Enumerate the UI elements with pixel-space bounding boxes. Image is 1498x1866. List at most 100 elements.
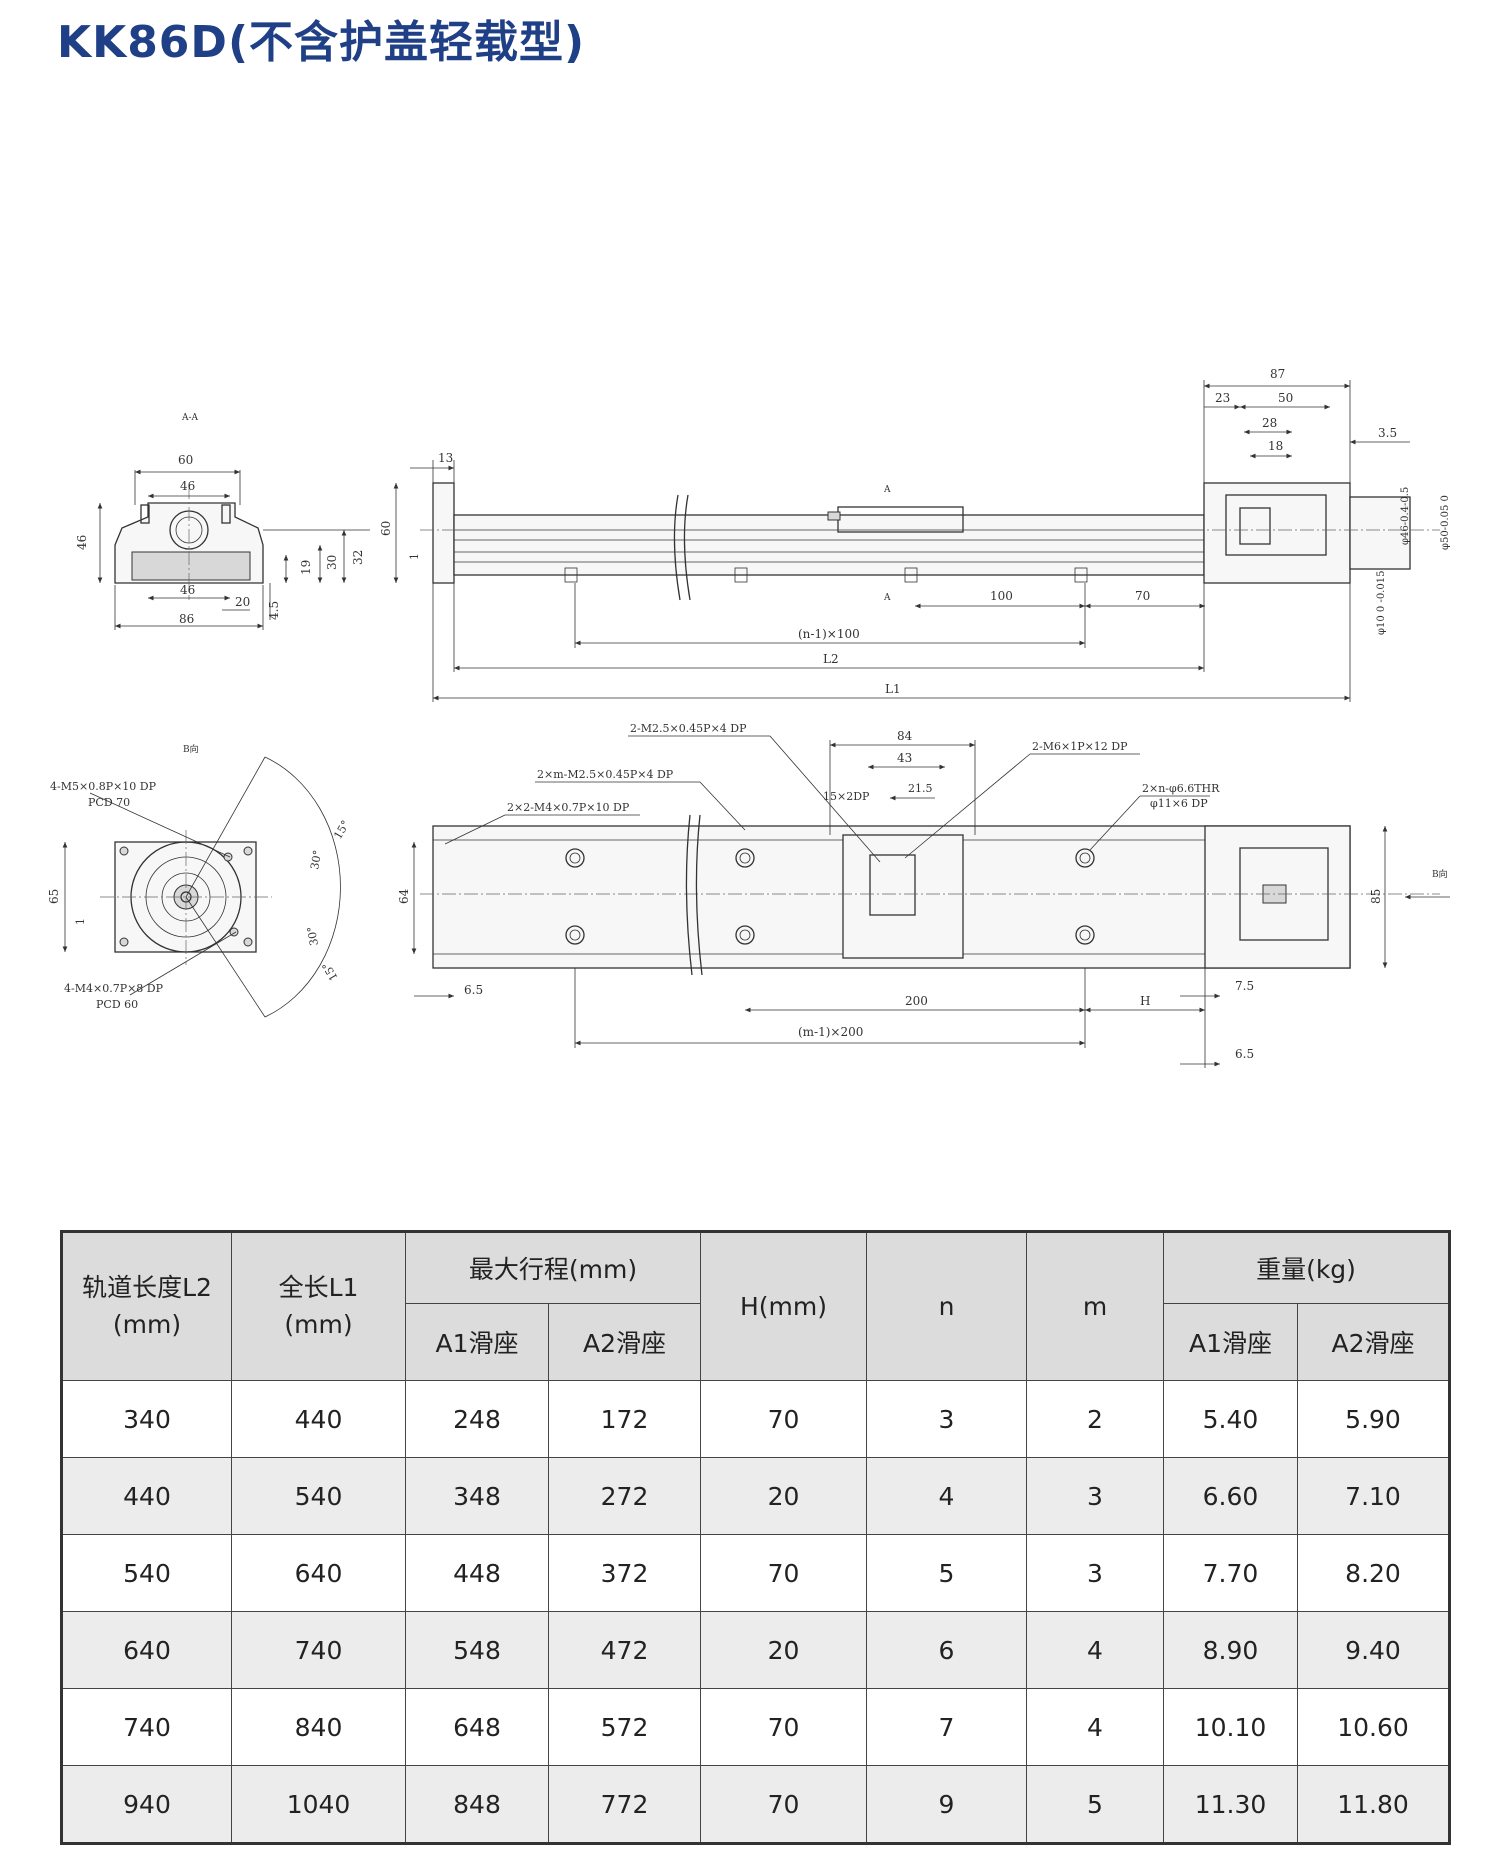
table-cell: 11.80 [1296,1765,1451,1844]
dim-label: 30 [325,555,339,570]
table-cell: 70 [700,1380,867,1458]
callout: 2×m-M2.5×0.45P×4 DP [537,768,674,781]
table-cell: 172 [548,1380,701,1458]
dim-label: 85 [1369,889,1383,904]
view-label: B向 [183,743,199,755]
header-n: n [866,1231,1027,1381]
table-cell: 572 [548,1688,701,1766]
dim-label: 65 [47,889,61,904]
header-stroke-a1: A1滑座 [405,1303,549,1381]
dim-label: (m-1)×200 [798,1025,863,1039]
front-view: A A 13 60 1 87 23 50 28 18 3.5 φ46-0.4-0… [379,367,1451,702]
spec-table: 轨道长度L2 (mm) 全长L1 (mm) 最大行程(mm) H(mm) n m… [60,1230,1452,1845]
dim-label: 23 [1215,391,1230,405]
section-mark: A [883,593,891,603]
table-cell: 7.70 [1163,1534,1298,1612]
table-cell: 70 [700,1688,867,1766]
table-cell: 4 [866,1457,1027,1535]
dim-label: 70 [1135,589,1150,603]
dim-label: 30° [308,849,324,870]
dim-label: 64 [397,888,411,904]
table-row: 740 840 648 572 70 7 4 10.10 10.60 [61,1688,1451,1766]
table-row: 540 640 448 372 70 5 3 7.70 8.20 [61,1534,1451,1612]
table-cell: 2 [1026,1380,1164,1458]
dim-label: L1 [885,682,901,696]
table-cell: 440 [61,1457,232,1535]
top-view: 2-M2.5×0.45P×4 DP 2×m-M2.5×0.45P×4 DP 2×… [397,722,1450,1068]
dim-label: 13 [438,451,453,465]
table-cell: 648 [405,1688,549,1766]
table-row: 440 540 348 272 20 4 3 6.60 7.10 [61,1457,1451,1535]
dim-label: 20 [235,595,250,609]
dim-label: 84 [897,729,913,743]
header-total-length: 全长L1 (mm) [231,1231,406,1381]
table-cell: 440 [231,1380,406,1458]
callout: φ11×6 DP [1150,797,1208,810]
table-cell: 70 [700,1765,867,1844]
table-cell: 10.60 [1296,1688,1451,1766]
table-cell: 9 [866,1765,1027,1844]
table-cell: 472 [548,1611,701,1689]
table-cell: 10.10 [1163,1688,1298,1766]
dim-label: 60 [178,453,193,467]
table-cell: 848 [405,1765,549,1844]
callout: 4-M4×0.7P×8 DP [64,982,164,995]
technical-drawing: A-A 60 46 46 86 46 20 4.5 19 30 32 [47,367,1451,1068]
table-cell: 1040 [231,1765,406,1844]
table-cell: 372 [548,1534,701,1612]
dim-label: (n-1)×100 [798,627,860,641]
table-row: 940 1040 848 772 70 9 5 11.30 11.80 [61,1765,1451,1844]
dim-label: 1 [74,918,87,925]
table-cell: 70 [700,1534,867,1612]
table-cell: 20 [700,1611,867,1689]
dim-label: 100 [990,589,1013,603]
end-view: B向 4-M5×0.8P×10 DP PCD 70 4-M4×0.7P×8 DP… [47,743,352,1018]
dim-label: 15° [331,818,352,841]
table-cell: 540 [231,1457,406,1535]
dim-label: 3.5 [1378,426,1397,440]
table-cell: 340 [61,1380,232,1458]
dim-label: 21.5 [908,782,933,795]
dim-label: 86 [179,612,194,626]
table-cell: 3 [866,1380,1027,1458]
dim-label: 32 [351,550,365,565]
table-cell: 3 [1026,1534,1164,1612]
dim-label: 46 [180,479,195,493]
dim-label: 200 [905,994,928,1008]
table-cell: 7.10 [1296,1457,1451,1535]
dim-label: 19 [299,560,313,575]
dim-label: 46 [75,535,89,550]
header-weight-a2: A2滑座 [1296,1303,1451,1381]
header-h: H(mm) [700,1231,867,1381]
table-cell: 640 [61,1611,232,1689]
dia-label: φ50-0.05 0 [1440,495,1451,550]
dim-label: 43 [897,751,912,765]
dim-label: H [1140,994,1150,1008]
page-title: KK86D(不含护盖轻载型) [57,17,586,68]
table-cell: 3 [1026,1457,1164,1535]
header-stroke-a2: A2滑座 [548,1303,701,1381]
table-cell: 548 [405,1611,549,1689]
table-row: 340 440 248 172 70 3 2 5.40 5.90 [61,1380,1451,1458]
table-cell: 940 [61,1765,232,1844]
dim-label: 30° [305,925,321,946]
dim-label: 7.5 [1235,979,1254,993]
section-mark: A [883,485,891,495]
table-cell: 640 [231,1534,406,1612]
table-cell: 248 [405,1380,549,1458]
callout: PCD 70 [88,796,130,809]
dim-label: 6.5 [464,983,483,997]
dim-label: 6.5 [1235,1047,1254,1061]
table-cell: 6.60 [1163,1457,1298,1535]
header-rail-length: 轨道长度L2 (mm) [61,1231,232,1381]
dim-label: 87 [1270,367,1285,381]
table-cell: 4 [1026,1688,1164,1766]
table-cell: 740 [61,1688,232,1766]
dim-label: L2 [823,652,839,666]
table-cell: 5 [866,1534,1027,1612]
table-cell: 772 [548,1765,701,1844]
view-label: B向 [1432,868,1448,880]
header-weight-a1: A1滑座 [1163,1303,1298,1381]
table-cell: 840 [231,1688,406,1766]
table-row: 640 740 548 472 20 6 4 8.90 9.40 [61,1611,1451,1689]
